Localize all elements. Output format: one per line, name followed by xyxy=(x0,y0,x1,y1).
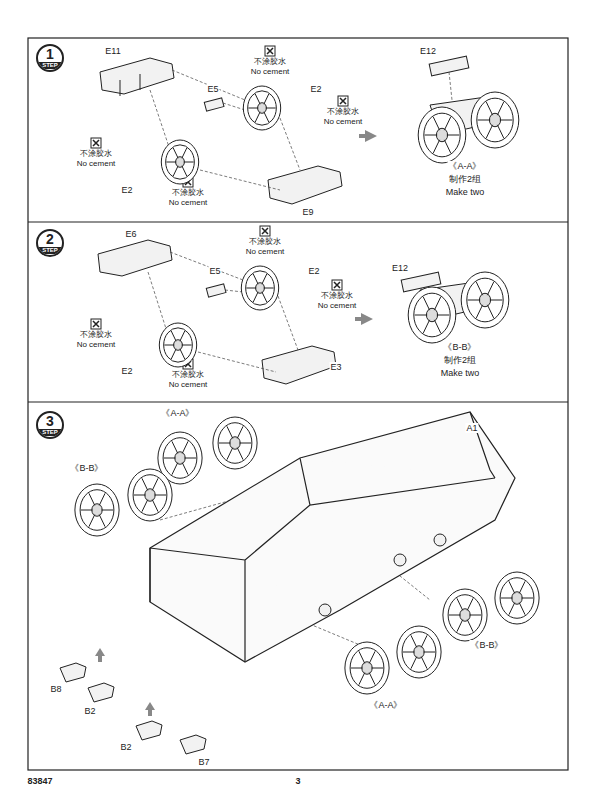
road-wheel xyxy=(128,469,172,521)
parts xyxy=(98,56,505,384)
note: No cement xyxy=(168,380,209,389)
label: 《A-A》 xyxy=(447,161,482,171)
label: 《B-B》 xyxy=(69,463,104,473)
part-number: E11 xyxy=(104,46,121,56)
part-number: E2 xyxy=(307,266,320,276)
part-number: B8 xyxy=(49,684,62,694)
road-wheels xyxy=(75,86,539,694)
note: No cement xyxy=(168,198,209,207)
step-number: 3 xyxy=(38,414,62,429)
note: 不涂胶水 xyxy=(326,107,360,116)
part-number: E12 xyxy=(391,263,409,273)
note: 不涂胶水 xyxy=(320,291,354,300)
note: No cement xyxy=(76,159,117,168)
note: No cement xyxy=(245,247,286,256)
part-number: E2 xyxy=(120,185,133,195)
road-wheel xyxy=(418,107,466,163)
step-number: 1 xyxy=(38,47,62,62)
road-wheel xyxy=(161,140,198,184)
note: 不涂胶水 xyxy=(171,370,205,379)
label: 《B-B》 xyxy=(469,640,504,650)
part-number: B7 xyxy=(197,757,210,767)
label: 《A-A》 xyxy=(368,700,403,710)
note: 不涂胶水 xyxy=(79,330,113,339)
part-number: E6 xyxy=(124,229,137,239)
step-word: STEP xyxy=(38,429,62,436)
part-number: E2 xyxy=(309,84,322,94)
part-number: E12 xyxy=(419,46,437,56)
label: 制作2组 xyxy=(448,174,482,184)
hull xyxy=(150,412,515,662)
label: 制作2组 xyxy=(443,355,477,365)
part-number: B2 xyxy=(83,706,96,716)
road-wheel xyxy=(241,266,278,310)
note: 不涂胶水 xyxy=(253,57,287,66)
note: 不涂胶水 xyxy=(79,149,113,158)
step-badge: 3STEP xyxy=(36,411,64,439)
road-wheel xyxy=(159,323,196,367)
part-number: E2 xyxy=(120,366,133,376)
road-wheel xyxy=(471,92,519,148)
road-wheel xyxy=(397,626,441,678)
step-badge: 1STEP xyxy=(36,44,64,72)
note: 不涂胶水 xyxy=(171,188,205,197)
part-number: A1 xyxy=(465,423,478,433)
step-badge: 2STEP xyxy=(36,229,64,257)
road-wheel xyxy=(213,417,257,469)
label: Make two xyxy=(445,187,486,197)
label: 3 xyxy=(294,776,301,786)
step-word: STEP xyxy=(38,247,62,254)
note: No cement xyxy=(323,117,364,126)
frame xyxy=(28,38,568,770)
note: No cement xyxy=(250,67,291,76)
part-number: E5 xyxy=(206,84,219,94)
part-number: E3 xyxy=(329,362,342,372)
note: No cement xyxy=(317,301,358,310)
part-number: E5 xyxy=(208,266,221,276)
label: 83847 xyxy=(26,776,53,786)
road-wheel xyxy=(461,272,509,328)
road-wheel xyxy=(495,572,539,624)
road-wheel xyxy=(345,642,389,694)
note: 不涂胶水 xyxy=(248,237,282,246)
road-wheel xyxy=(408,287,456,343)
label: Make two xyxy=(440,368,481,378)
part-number: E9 xyxy=(301,207,314,217)
part-number: B2 xyxy=(119,742,132,752)
road-wheel xyxy=(75,484,119,536)
step-word: STEP xyxy=(38,62,62,69)
label: 《B-B》 xyxy=(442,342,477,352)
road-wheel xyxy=(443,589,487,641)
note: No cement xyxy=(76,340,117,349)
label: 《A-A》 xyxy=(160,408,195,418)
road-wheel xyxy=(243,86,280,130)
no-cement-icon xyxy=(91,46,348,369)
step-number: 2 xyxy=(38,232,62,247)
